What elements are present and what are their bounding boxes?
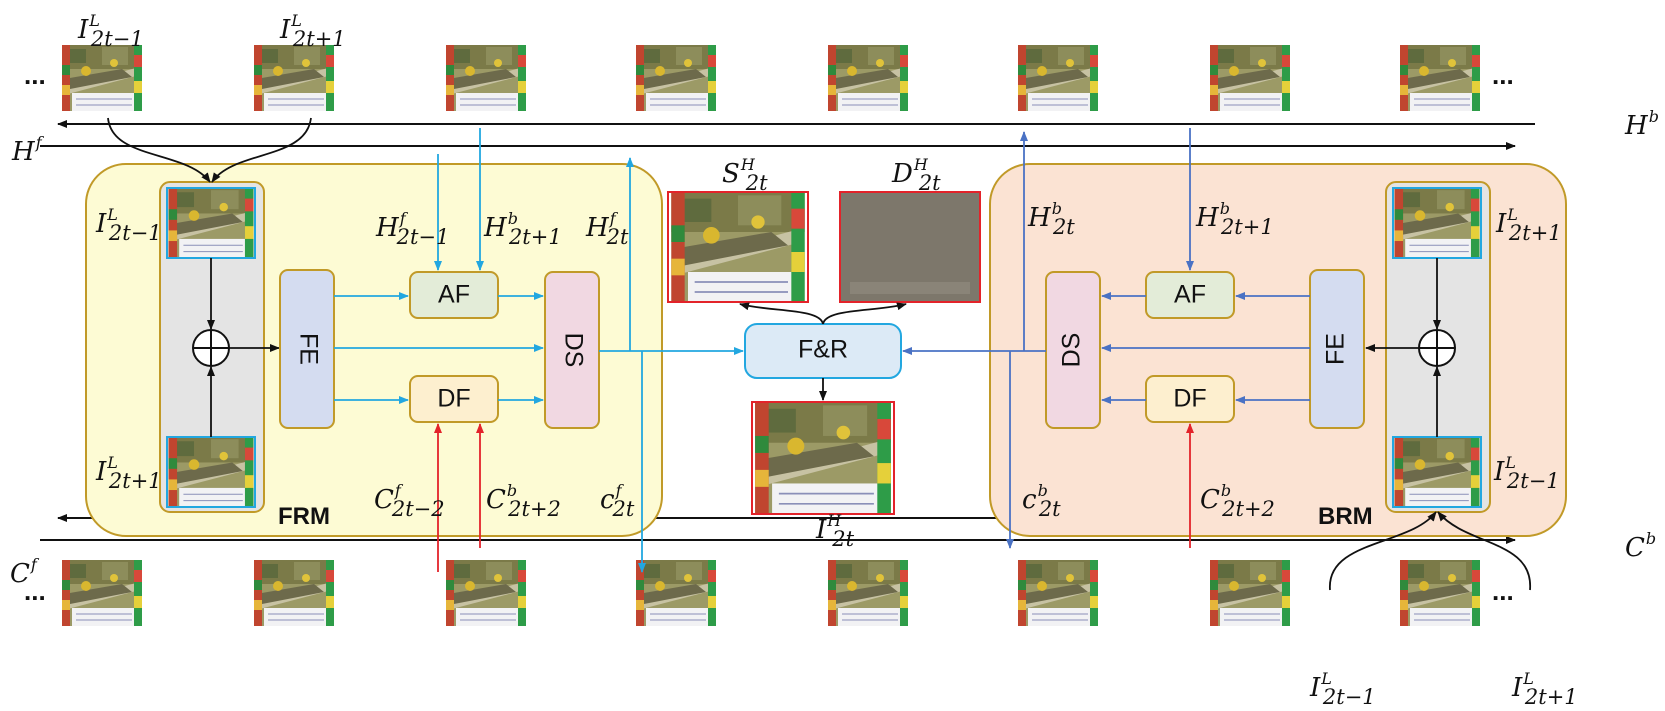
frm-fe-block [279,269,335,429]
brm-af-block [1145,271,1235,319]
brm-sum-node [1418,329,1456,367]
video-frame-image [62,45,142,111]
top-left-ellipsis: ... [24,60,46,90]
video-frame-image [446,45,526,111]
frm-df-block [409,375,499,423]
frm-forward-arrows [334,128,744,573]
brm-ds-label: DS [1058,333,1086,368]
video-frame-image [828,560,908,626]
video-frame-image [828,45,908,111]
brm-backward-arrows [902,128,1310,549]
top-right-ellipsis: ... [1492,60,1514,90]
frm-input-frame-bottom [168,437,254,507]
video-frame-image [446,560,526,626]
frm-ds-label: DS [559,333,587,368]
hidden-forward-label: Hf [11,133,45,167]
frm-df-label: DF [437,385,470,413]
bottom-right-ellipsis: ... [1492,576,1514,606]
video-frame-image [1210,560,1290,626]
frm-input-frame-top [168,188,254,258]
top-frame-sequence: ... ... [24,45,1514,111]
frm-ds-block [544,271,600,429]
bottom-left-ellipsis: ... [24,576,46,606]
brm-df-label: DF [1173,385,1206,413]
frm-af-label: AF [438,281,470,309]
video-frame-image [254,45,334,111]
cell-input-arrows [434,423,1194,572]
brm-ds-block [1045,271,1101,429]
frm-af-block [409,271,499,319]
video-frame-image [254,560,334,626]
video-frame-image [1018,45,1098,111]
structure-output-image [670,192,806,302]
video-frame-image [1400,45,1480,111]
video-frame-image [1400,560,1480,626]
brm-input-frame-top [1394,188,1480,258]
brm-fe-block [1309,269,1365,429]
frm-fe-label: FE [294,333,322,365]
frm-title: FRM [278,503,330,530]
hr-output-image [754,402,892,514]
frm-sum-node [192,329,230,367]
video-frame-image [1018,560,1098,626]
fr-label: F&R [798,336,848,364]
brm-fe-label: FE [1322,333,1350,365]
brm-input-frame-bottom [1394,437,1480,507]
brm-title: BRM [1318,503,1373,530]
video-frame-image [636,560,716,626]
video-frame-image [62,560,142,626]
video-frame-image [1210,45,1290,111]
hidden-backward-label: Hb [1624,107,1659,141]
cell-backward-label: Cb [1625,529,1656,563]
brm-df-block [1145,375,1235,423]
brm-af-label: AF [1174,281,1206,309]
video-frame-image [636,45,716,111]
bottom-frame-sequence: ... ... [24,560,1514,626]
cell-forward-label: Cf [10,555,40,589]
